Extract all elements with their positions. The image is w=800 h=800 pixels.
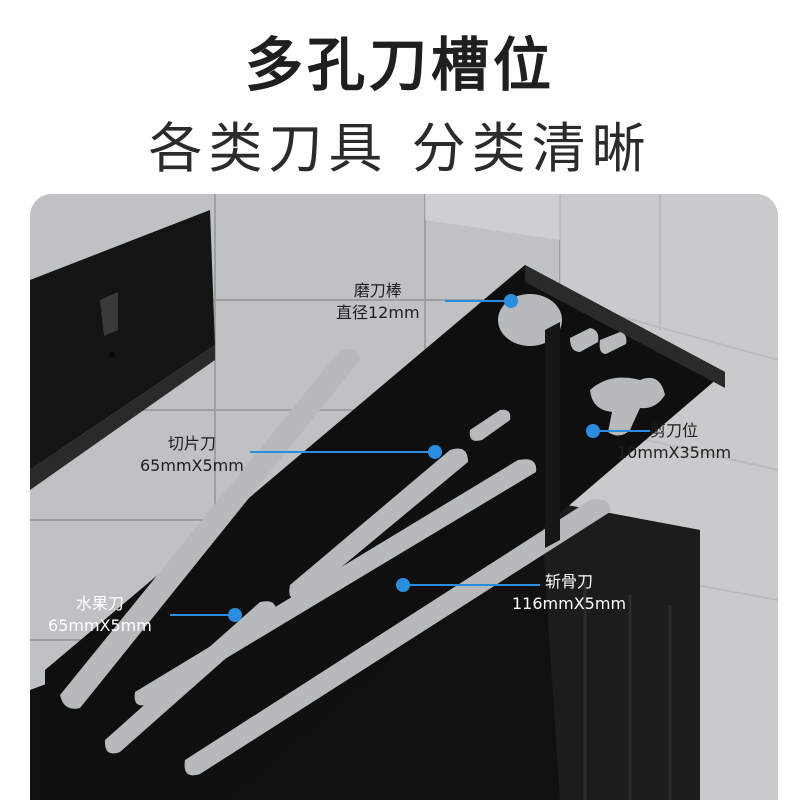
page-title: 多孔刀槽位: [244, 31, 555, 99]
callout-name: 水果刀: [75, 594, 124, 613]
callout-bone-chopper: 斩骨刀 116mmX5mm: [512, 571, 626, 615]
callout-fruit-knife: 水果刀 65mmX5mm: [48, 593, 152, 637]
callout-dot-sharpening-rod: [504, 294, 518, 308]
callout-name: 剪刀位: [650, 421, 699, 440]
callout-sharpening-rod: 磨刀棒 直径12mm: [336, 280, 420, 324]
callout-name: 磨刀棒: [353, 281, 402, 300]
callout-name: 斩骨刀: [545, 572, 594, 591]
callout-dot-fruit-knife: [228, 608, 242, 622]
callout-size: 116mmX5mm: [512, 594, 627, 613]
callout-dot-scissors: [586, 424, 600, 438]
knife-rack-illustration: [30, 194, 778, 800]
callout-dot-bone-chopper: [396, 578, 410, 592]
callout-size: 直径12mm: [336, 303, 420, 322]
callout-scissors: 剪刀位 10mmX35mm: [617, 420, 731, 464]
callout-dot-slicing-knife: [428, 445, 442, 459]
callout-size: 10mmX35mm: [617, 443, 732, 462]
product-photo: [30, 194, 778, 800]
callout-size: 65mmX5mm: [48, 616, 152, 635]
callout-slicing-knife: 切片刀 65mmX5mm: [140, 433, 244, 477]
callout-size: 65mmX5mm: [140, 456, 244, 475]
callout-name: 切片刀: [167, 434, 216, 453]
page-subtitle: 各类刀具 分类清晰: [148, 117, 652, 180]
